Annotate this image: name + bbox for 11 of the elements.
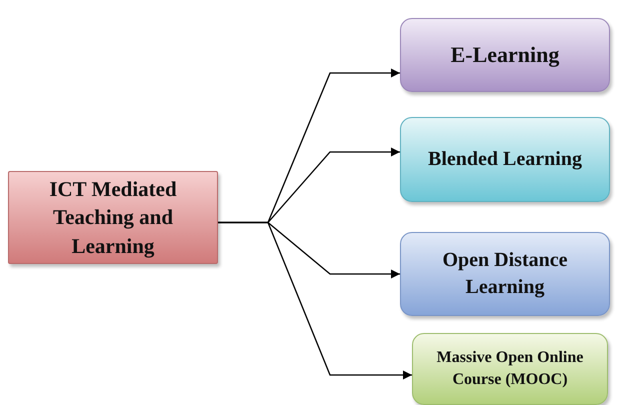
box-label: Blended Learning (428, 147, 582, 172)
box-label: Massive Open Online Course (MOOC) (436, 348, 584, 390)
arrow (218, 222, 412, 380)
box-label: E-Learning (450, 41, 560, 70)
process-box (8, 171, 218, 264)
box-label: Open Distance Learning (442, 248, 568, 300)
box-label: ICT Mediated Teaching and Learning (48, 176, 178, 260)
process-box (400, 18, 610, 92)
process-box (412, 333, 608, 405)
process-box (400, 117, 610, 202)
process-box (400, 232, 610, 316)
